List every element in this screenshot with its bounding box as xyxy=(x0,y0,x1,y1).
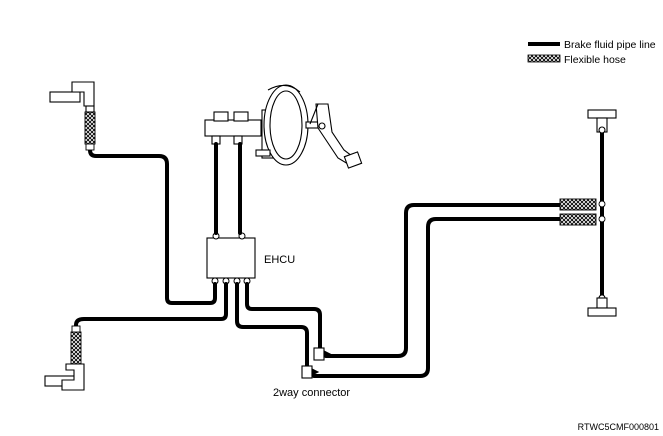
caliper-front-left xyxy=(49,81,95,113)
master-cylinder-booster xyxy=(204,84,363,169)
hose-lower-left xyxy=(70,331,82,365)
legend-hose-label: Flexible hose xyxy=(564,54,626,66)
pipe-connector-to-rear-2 xyxy=(312,217,562,378)
figure-code: RTWC5CMF000801 xyxy=(578,422,659,432)
hose-front-left xyxy=(84,111,96,145)
connector-label: 2way connector xyxy=(273,387,350,399)
hose-rear-lower xyxy=(559,213,597,226)
brake-pipes xyxy=(74,130,604,378)
legend: Brake fluid pipe line Flexible hose xyxy=(527,39,656,66)
pipe-connector-to-rear-1 xyxy=(324,203,562,358)
ehcu-body xyxy=(206,237,256,279)
flexible-hoses xyxy=(70,111,606,365)
legend-pipe-label: Brake fluid pipe line xyxy=(564,39,656,51)
ehcu-unit: EHCU xyxy=(206,232,295,285)
caliper-lower-left xyxy=(44,363,85,391)
pipe-ehcu-to-lower-left xyxy=(74,282,228,327)
rear-bracket-lower xyxy=(587,294,617,317)
two-way-connector: 2way connector xyxy=(273,347,350,399)
rear-bracket-upper xyxy=(587,109,617,134)
wheel-brackets xyxy=(44,81,617,391)
ehcu-label: EHCU xyxy=(264,254,295,266)
legend-hose-swatch xyxy=(527,54,561,63)
pipe-ehcu-to-front-left xyxy=(88,148,217,305)
pipe-ehcu-to-connector-1 xyxy=(235,282,309,368)
pipe-ehcu-to-connector-2 xyxy=(245,282,322,350)
hose-rear-upper xyxy=(559,198,597,211)
